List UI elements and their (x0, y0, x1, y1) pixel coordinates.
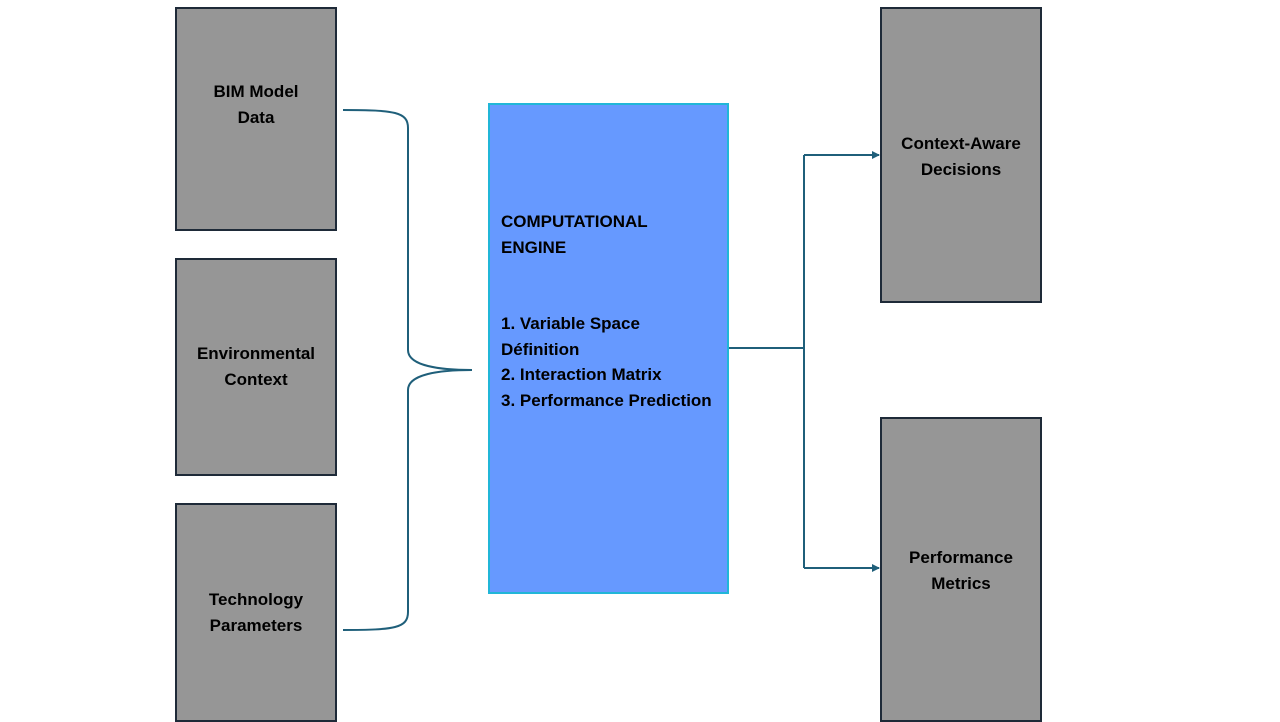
input-box-environmental-context: Environmental Context (175, 258, 337, 476)
output-label-context-aware-decisions: Context-Aware Decisions (901, 134, 1021, 179)
engine-steps-list: 1. Variable Space Définition 2. Interact… (501, 311, 717, 413)
engine-title: COMPUTATIONAL ENGINE (501, 212, 648, 257)
engine-step: 1. Variable Space Définition (501, 314, 640, 359)
engine-step: 2. Interaction Matrix (501, 365, 662, 385)
input-label-technology-parameters: Technology Parameters (208, 589, 304, 635)
engine-step: 3. Performance Prediction (501, 390, 712, 410)
input-label-environmental-context: Environmental Context (196, 344, 316, 389)
output-box-performance-metrics: Performance Metrics (880, 417, 1042, 722)
input-label-bim-model-data: BIM Model Data (213, 82, 299, 127)
output-label-performance-metrics: Performance Metrics (909, 548, 1013, 593)
input-box-technology-parameters: Technology Parameters (175, 503, 337, 722)
computational-engine-box: COMPUTATIONAL ENGINE 1. Variable Space D… (488, 103, 729, 594)
input-box-bim-model-data: BIM Model Data (175, 7, 337, 231)
output-box-context-aware-decisions: Context-Aware Decisions (880, 7, 1042, 303)
input-merge-brace (342, 109, 473, 631)
